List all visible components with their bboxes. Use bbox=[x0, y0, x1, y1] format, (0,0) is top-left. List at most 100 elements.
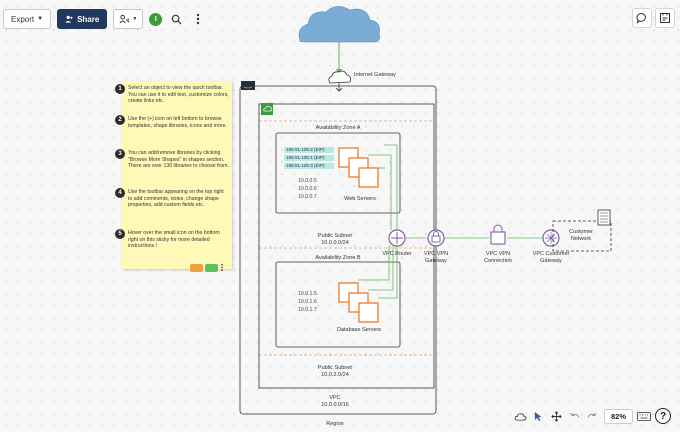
tip-number: 3 bbox=[115, 149, 125, 159]
database-server-instances-icon[interactable] bbox=[338, 282, 379, 323]
eip-label: 198.51.100.3 (EIP) bbox=[284, 163, 334, 169]
arrow-head bbox=[336, 69, 342, 74]
tip-item: 3 You can add/remove libraries by clicki… bbox=[115, 149, 232, 170]
help-button[interactable]: ? bbox=[655, 408, 671, 424]
internet-gateway-icon[interactable] bbox=[328, 70, 351, 92]
region-label: Region bbox=[326, 421, 344, 427]
share-button[interactable]: Share bbox=[57, 9, 108, 29]
vpc-label: VPC bbox=[329, 395, 341, 401]
tip-item: 1 Select an object to view the quick too… bbox=[115, 84, 232, 105]
cloud-icon bbox=[515, 412, 527, 421]
vpc-cloud-glyph bbox=[263, 105, 272, 112]
database-servers-label: Database Servers bbox=[336, 327, 382, 333]
comments-button[interactable] bbox=[632, 8, 652, 28]
tip-item: 2 Use the (+) icon on left bottom to bro… bbox=[115, 115, 232, 129]
tip-number: 4 bbox=[115, 188, 125, 198]
customer-network-box[interactable] bbox=[552, 220, 612, 252]
vpc-router-icon[interactable] bbox=[388, 229, 406, 247]
top-toolbar: Export ▼ Share ▼ I bbox=[3, 8, 206, 30]
tag-badge[interactable] bbox=[190, 263, 203, 272]
undo-button[interactable] bbox=[568, 409, 582, 423]
tip-text: You can add/remove libraries by clicking… bbox=[128, 150, 229, 170]
sticky-note[interactable]: 1 Select an object to view the quick too… bbox=[115, 81, 232, 269]
caret-down-icon: ▼ bbox=[132, 16, 138, 22]
redo-button[interactable] bbox=[586, 409, 600, 423]
tip-text: Use the toolbar appearing on the top rig… bbox=[128, 189, 224, 209]
tip-item: 5 Hover over the small icon on the botto… bbox=[115, 229, 232, 250]
user-plus-icon bbox=[65, 15, 73, 23]
customer-network-label: Customer Network bbox=[569, 229, 593, 242]
keyboard-icon bbox=[637, 411, 651, 421]
vpc-cidr: 10.0.0.0/16 bbox=[321, 402, 349, 408]
tip-number: 2 bbox=[115, 115, 125, 125]
tip-number: 1 bbox=[115, 84, 125, 94]
ip-label: 10.0.1.5 bbox=[298, 291, 317, 297]
vpn-gateway-label: VPC VPN Gateway bbox=[423, 251, 449, 264]
pointer-icon bbox=[535, 411, 543, 421]
ip-label: 10.0.0.7 bbox=[298, 194, 317, 200]
select-tool-button[interactable] bbox=[532, 409, 546, 423]
comment-icon bbox=[636, 12, 646, 24]
search-button[interactable] bbox=[168, 11, 184, 27]
collaborate-icon bbox=[119, 14, 130, 23]
cloud-sync-button[interactable] bbox=[514, 409, 528, 423]
vpn-connection-icon[interactable] bbox=[490, 224, 506, 245]
customer-gateway-icon[interactable] bbox=[542, 229, 560, 247]
notes-icon bbox=[660, 13, 670, 23]
notes-button[interactable] bbox=[655, 8, 675, 28]
undo-icon bbox=[571, 412, 580, 418]
vpc-router-label: VPC Router bbox=[382, 251, 412, 257]
availability-zone-b-box[interactable] bbox=[275, 261, 401, 348]
question-mark-icon: ? bbox=[659, 410, 667, 422]
sticky-tags bbox=[190, 263, 224, 272]
pan-tool-button[interactable] bbox=[550, 409, 564, 423]
search-icon bbox=[171, 14, 182, 25]
web-server-connectors bbox=[368, 144, 398, 230]
customer-gateway-label: VPC Customer Gateway bbox=[532, 251, 570, 264]
vpn-gateway-icon[interactable] bbox=[427, 229, 445, 247]
ip-label: 10.0.1.6 bbox=[298, 299, 317, 305]
vpc-cloud-icon bbox=[261, 103, 273, 115]
server-building-icon bbox=[597, 209, 611, 226]
keyboard-shortcuts-button[interactable] bbox=[637, 409, 651, 423]
export-label: Export bbox=[11, 14, 35, 24]
tip-item: 4 Use the toolbar appearing on the top r… bbox=[115, 188, 232, 209]
aws-logo-smile bbox=[243, 86, 253, 89]
db-server-connectors bbox=[358, 246, 398, 299]
collaboration-button[interactable]: ▼ bbox=[113, 9, 144, 29]
vpn-connection-label: VPC VPN Connection bbox=[484, 251, 512, 264]
tip-number: 5 bbox=[115, 229, 125, 239]
tip-text: Hover over the small icon on the bottom … bbox=[128, 230, 220, 250]
caret-down-icon: ▼ bbox=[37, 16, 44, 22]
tag-badge[interactable] bbox=[205, 263, 218, 272]
ip-label: 10.0.0.5 bbox=[298, 178, 317, 184]
ip-label: 10.0.1.7 bbox=[298, 307, 317, 313]
share-label: Share bbox=[77, 14, 100, 24]
internet-gateway-label: Internet Gateway bbox=[354, 72, 396, 78]
eip-label: 198.51.100.2 (EIP) bbox=[284, 147, 334, 153]
public-subnet-b-cidr: 10.0.2.0/24 bbox=[321, 372, 349, 378]
move-icon bbox=[551, 410, 563, 422]
public-subnet-b-label: Public Subnet bbox=[318, 365, 352, 371]
zoom-level-button[interactable]: 82% bbox=[603, 408, 633, 424]
bottom-toolbar: 82% ? bbox=[514, 408, 671, 424]
export-button[interactable]: Export ▼ bbox=[3, 9, 52, 29]
public-subnet-a-cidr: 10.0.0.0/24 bbox=[321, 240, 349, 246]
ip-label: 10.0.0.6 bbox=[298, 186, 317, 192]
availability-zone-b-label: Availability Zone B bbox=[315, 255, 361, 261]
redo-icon bbox=[588, 412, 597, 418]
eip-label: 198.51.100.1 (EIP) bbox=[284, 155, 334, 161]
tip-text: Use the (+) icon on left bottom to brows… bbox=[128, 116, 227, 129]
kebab-menu-icon bbox=[197, 13, 200, 25]
avatar[interactable]: I bbox=[149, 12, 163, 26]
web-server-instances-icon[interactable] bbox=[338, 147, 379, 188]
tip-text: Select an object to view the quick toolb… bbox=[128, 85, 229, 105]
internet-cloud-icon[interactable] bbox=[298, 6, 380, 43]
availability-zone-a-box[interactable] bbox=[275, 132, 401, 214]
region-box[interactable] bbox=[239, 85, 437, 415]
more-options-button[interactable] bbox=[190, 11, 206, 27]
aws-logo-icon bbox=[241, 81, 255, 90]
kebab-menu-icon[interactable] bbox=[220, 263, 224, 272]
availability-zone-a-label: Availability Zone A bbox=[315, 125, 361, 131]
